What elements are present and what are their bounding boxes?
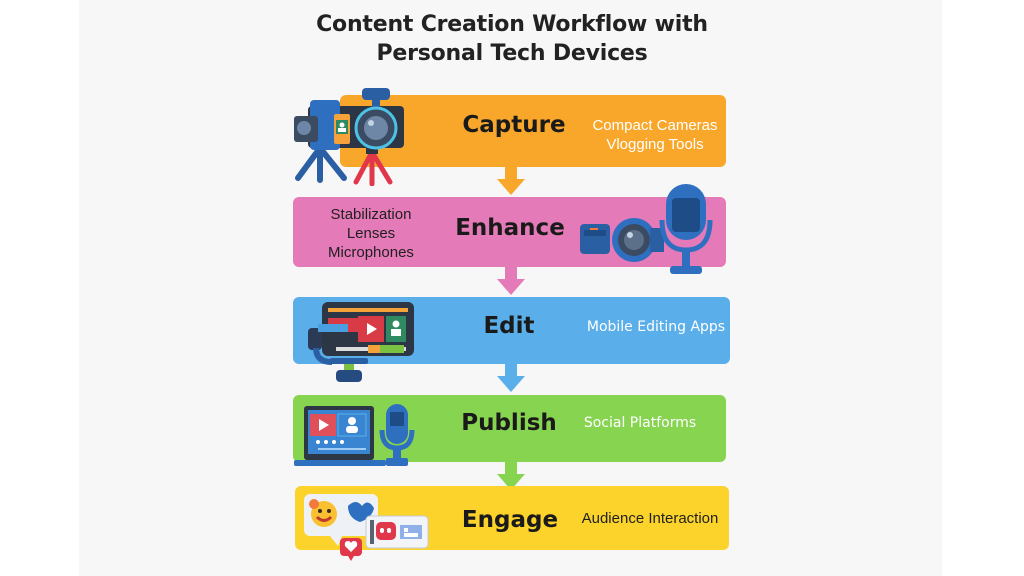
stage-publish-details: Social Platforms bbox=[572, 414, 708, 433]
stage-engage-details: Audience Interaction bbox=[572, 509, 728, 528]
chat-reactions-icon bbox=[300, 492, 434, 562]
detail-lenses: Lenses bbox=[346, 225, 396, 242]
stage-enhance-label: Enhance bbox=[455, 215, 565, 241]
stage-publish-label: Publish bbox=[461, 410, 557, 436]
title-line-2: Personal Tech Devices bbox=[376, 41, 648, 66]
detail-compact-cameras: Compact Cameras bbox=[592, 117, 718, 134]
phone-gimbal-icon bbox=[308, 300, 418, 384]
stage-capture-label: Capture bbox=[462, 112, 566, 138]
arrow-capture-to-enhance bbox=[497, 166, 525, 196]
detail-mobile-editing-apps: Mobile Editing Apps bbox=[586, 319, 726, 335]
stage-engage-label: Engage bbox=[461, 507, 559, 533]
stage-capture-band bbox=[340, 95, 726, 167]
title-line-1: Content Creation Workflow with bbox=[316, 12, 708, 37]
stage-edit-label: Edit bbox=[483, 313, 535, 339]
stage-enhance-details: Stabilization Lenses Microphones bbox=[316, 205, 426, 262]
arrow-edit-to-publish bbox=[497, 363, 525, 393]
stage-edit-details: Mobile Editing Apps bbox=[582, 318, 730, 337]
lens-microphone-icon bbox=[578, 180, 718, 280]
laptop-microphone-icon bbox=[290, 400, 420, 470]
detail-microphones: Microphones bbox=[328, 244, 414, 261]
detail-audience-interaction: Audience Interaction bbox=[581, 510, 719, 527]
camera-tripod-icon bbox=[290, 86, 410, 187]
detail-stabilization: Stabilization bbox=[330, 206, 412, 223]
detail-social-platforms: Social Platforms bbox=[583, 415, 697, 431]
diagram-title: Content Creation Workflow with Personal … bbox=[0, 10, 1024, 68]
arrow-enhance-to-edit bbox=[497, 266, 525, 296]
stage-capture-details: Compact Cameras Vlogging Tools bbox=[584, 116, 726, 154]
detail-vlogging-tools: Vlogging Tools bbox=[606, 136, 704, 153]
